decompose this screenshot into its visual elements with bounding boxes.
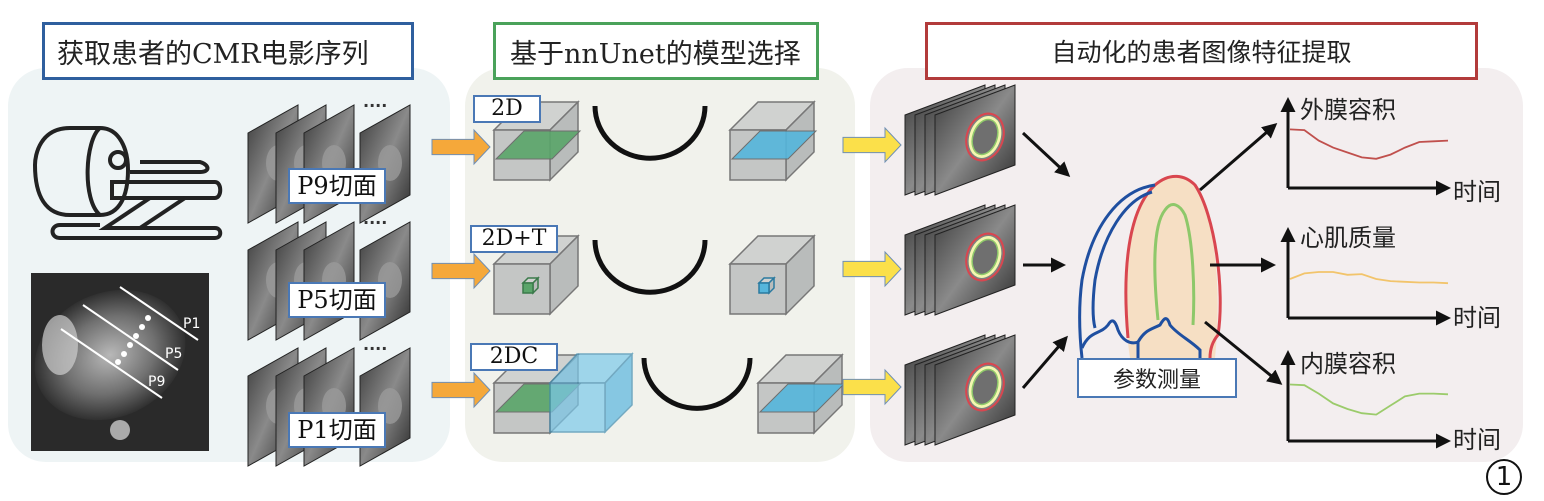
cube-front: [522, 282, 534, 294]
mini-chart: [1280, 350, 1451, 449]
model-diagrams: [492, 100, 846, 435]
cube-front: [493, 263, 551, 315]
mini-chart: [1280, 227, 1451, 326]
input-arrow: [431, 252, 491, 290]
trend-line: [1289, 383, 1449, 416]
output-arrow: [842, 250, 902, 288]
input-arrow: [431, 371, 491, 409]
input-arrows: [431, 128, 491, 409]
unet-curve-2d: [592, 105, 708, 161]
slice-label-p5: P5切面: [288, 282, 386, 318]
trend-line: [1289, 271, 1449, 285]
model-selection-title-text: 基于nnUnet的模型选择: [510, 38, 801, 70]
heart-model-icon: [1078, 174, 1222, 359]
chart-title-epicardial-volume: 外膜容积: [1300, 96, 1396, 124]
merge-arrow-bottom: [1021, 335, 1068, 389]
mini-chart: [1280, 97, 1451, 196]
cube-front: [549, 382, 606, 433]
unet-curve-2dc: [641, 357, 753, 411]
green-slice-plane: [494, 130, 582, 160]
chart-xlabel-endocardial-volume: 时间: [1453, 426, 1501, 454]
segmented-stack: [904, 204, 1016, 316]
short-axis-stack: ····: [247, 213, 411, 341]
slice-label-p1: P1切面: [288, 412, 386, 448]
chart-title-endocardial-volume: 内膜容积: [1300, 350, 1396, 378]
feature-extraction-title-text: 自动化的患者图像特征提取: [1051, 38, 1352, 67]
context-cube-2dc: [548, 352, 634, 434]
endocardium-contour: [971, 118, 999, 156]
output-arrow: [842, 368, 902, 406]
output-arrows: [842, 126, 902, 406]
slice-label-p9: P9切面: [288, 168, 386, 204]
mini-charts: [1280, 97, 1451, 449]
long-axis-mri-image: P1 P5 P9: [31, 273, 209, 451]
myocardium-ring: [968, 366, 1002, 408]
ellipsis-text: ····: [363, 339, 387, 358]
output-chart-arrows: [1199, 123, 1283, 385]
myocardium-ring: [968, 116, 1002, 158]
long-axis-label-p5: P5: [165, 346, 182, 362]
short-axis-stacks: ···· ···· ····: [247, 96, 411, 467]
ellipsis-text: ····: [363, 96, 387, 115]
acquisition-title: 获取患者的CMR电影序列: [42, 22, 414, 80]
mri-scanner-icon: [32, 126, 223, 240]
blue-patch-cube: [757, 276, 776, 295]
model-label-2d-t: 2D+T: [470, 225, 558, 253]
output-cube-2d-t: [728, 234, 816, 316]
segmented-stack: [904, 84, 1016, 196]
endocardium-contour: [971, 238, 999, 276]
input-arrow: [431, 128, 491, 166]
chart-arrow-endocardium: [1204, 320, 1283, 385]
acquisition-title-text: 获取患者的CMR电影序列: [57, 38, 369, 70]
ellipsis-text: ····: [363, 213, 387, 232]
long-axis-label-p1: P1: [183, 316, 200, 332]
model-label-2dc: 2DC: [470, 343, 558, 371]
myocardium-ring: [968, 236, 1002, 278]
endocardium-contour: [971, 368, 999, 406]
long-axis-label-p9: P9: [148, 374, 165, 390]
cube-front: [758, 282, 770, 294]
segmented-stack: [904, 334, 1016, 446]
blue-slice-plane: [730, 130, 818, 160]
feature-extraction-title: 自动化的患者图像特征提取: [925, 22, 1478, 80]
segmented-stacks: [904, 84, 1016, 446]
merge-arrows: [1021, 131, 1071, 389]
chart-arrow-epicardium: [1199, 123, 1278, 192]
output-arrow: [842, 126, 902, 164]
parameter-measurement-label: 参数测量: [1077, 358, 1237, 398]
merge-arrow-top: [1021, 131, 1071, 178]
chart-xlabel-epicardial-volume: 时间: [1453, 178, 1501, 206]
model-selection-title: 基于nnUnet的模型选择: [493, 22, 819, 80]
trend-line: [1289, 128, 1449, 160]
chart-xlabel-myocardial-mass: 时间: [1453, 304, 1501, 332]
chart-title-myocardial-mass: 心肌质量: [1300, 224, 1396, 252]
model-label-2d: 2D: [473, 95, 541, 123]
green-patch-cube: [521, 276, 540, 295]
cube-front: [729, 263, 787, 315]
unet-curve-2d-t: [592, 239, 708, 295]
figure-number-badge: 1: [1486, 459, 1522, 495]
